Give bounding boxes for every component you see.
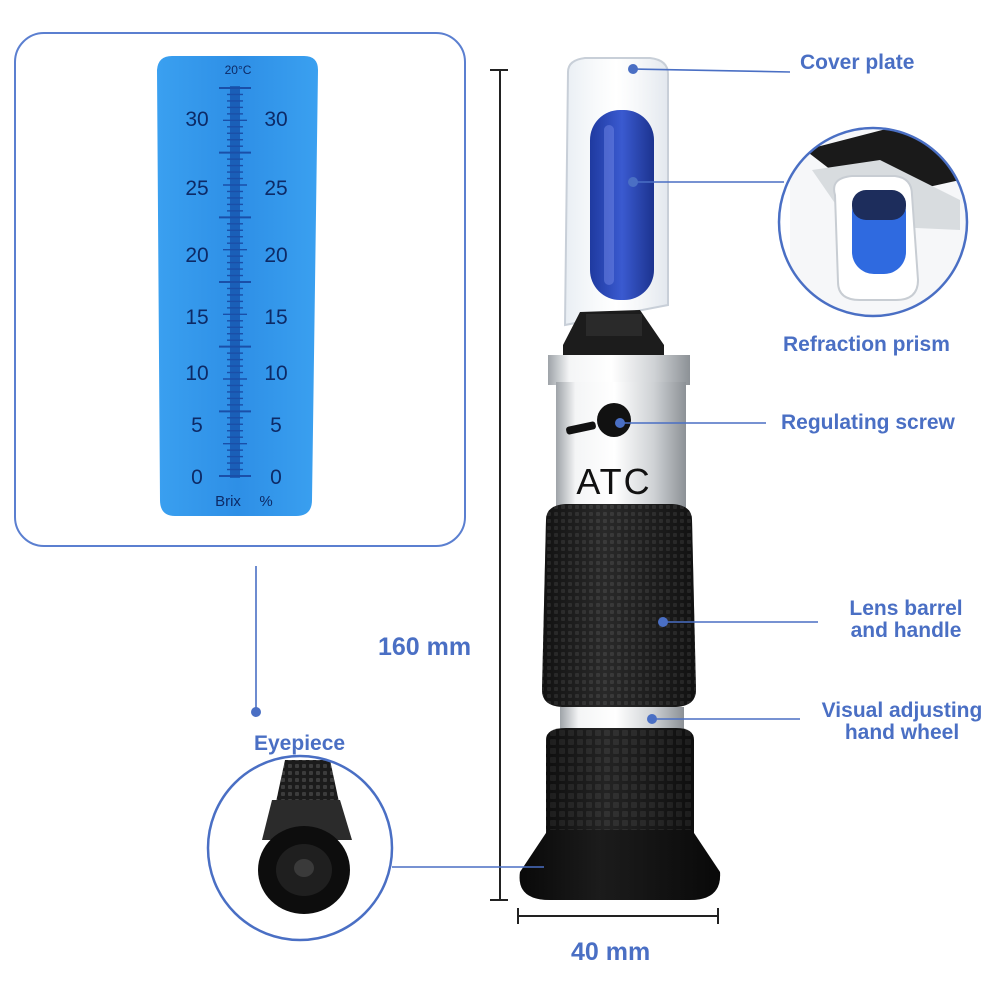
regulating-screw-label: Regulating screw [781, 411, 955, 434]
eyepiece-zoom-circle [206, 754, 394, 942]
scale-right-tick-label: 15 [264, 306, 287, 329]
scale-right-tick-label: 30 [264, 108, 287, 131]
scale-left-tick-label: 25 [185, 177, 208, 200]
height-dimension [490, 69, 508, 901]
eyepiece-label: Eyepiece [254, 732, 346, 755]
lens-barrel-label-line1: Lens barrel [849, 597, 963, 620]
scale-right-tick-label: 5 [270, 414, 282, 437]
scale-left-tick-label: 5 [191, 414, 203, 437]
lens-barrel-label: Lens barrel and handle [836, 598, 976, 642]
prism-zoom-circle [777, 126, 969, 318]
scale-left-tick-label: 30 [185, 108, 208, 131]
cover-plate-label: Cover plate [800, 51, 915, 74]
scale-right-tick-label: 0 [270, 466, 282, 489]
scale-left-tick-label: 20 [185, 244, 208, 267]
visual-adjusting-label: Visual adjusting hand wheel [812, 700, 992, 744]
visual-adjusting-label-line1: Visual adjusting [821, 699, 983, 722]
leader-lines [392, 64, 818, 868]
chrome-body [556, 382, 686, 510]
scale-right-tick-label: 10 [264, 362, 287, 385]
scale-left-tick-label: 0 [191, 466, 203, 489]
refraction-prism [590, 110, 654, 300]
height-dimension-label: 160 mm [378, 633, 472, 661]
atc-label: ATC [576, 461, 651, 502]
scale-temp-label: 20°C [225, 63, 252, 77]
connector-dot [251, 707, 261, 717]
refractometer: ATC [519, 57, 721, 900]
regulating-screw [597, 403, 631, 437]
visual-adjusting-label-line2: hand wheel [844, 721, 960, 744]
scale-left-tick-label: 10 [185, 362, 208, 385]
width-dimension [517, 908, 719, 924]
scale-tick-marks [219, 87, 251, 477]
scale-brix-label: Brix [215, 493, 241, 510]
scale-percent-label: % [259, 493, 272, 510]
scale-left-tick-label: 15 [185, 306, 208, 329]
brix-scale: 20°C 30 25 20 15 10 5 0 30 25 20 15 10 5… [157, 56, 318, 516]
scale-right-tick-label: 20 [264, 244, 287, 267]
scale-right-tick-label: 25 [264, 177, 287, 200]
refraction-prism-label: Refraction prism [783, 333, 950, 356]
lens-barrel-label-line2: and handle [850, 619, 962, 642]
chrome-collar [548, 355, 690, 385]
width-dimension-label: 40 mm [571, 938, 651, 966]
